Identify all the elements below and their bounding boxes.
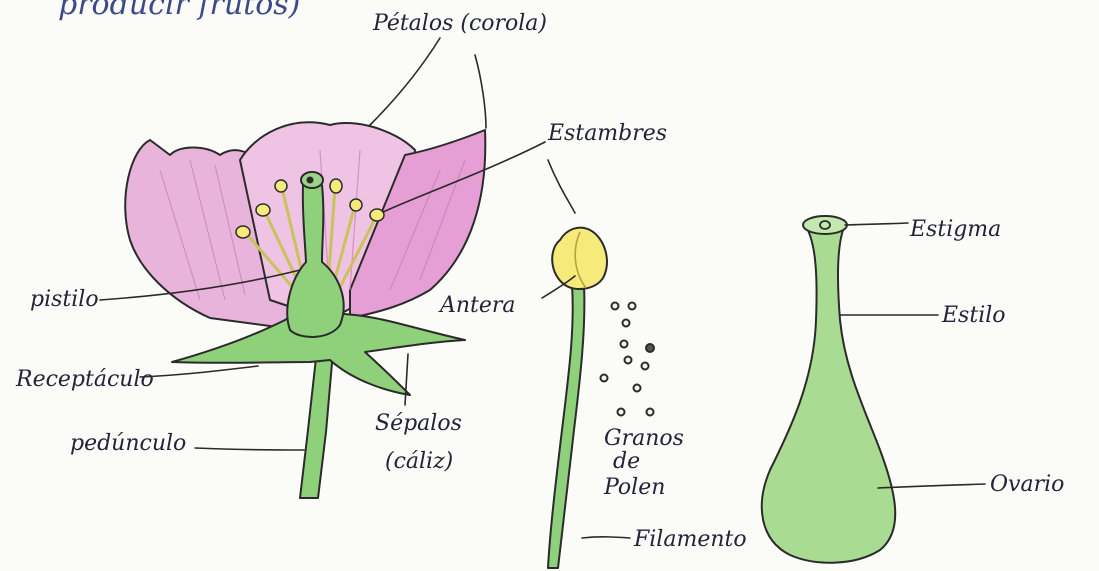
header-text: producir frutos)	[58, 0, 300, 22]
pistil-body	[762, 220, 895, 563]
pistil-stigma	[803, 216, 847, 234]
label-antera: Antera	[438, 293, 516, 318]
label-sepalos-2: (cáliz)	[385, 449, 453, 474]
label-filamento: Filamento	[633, 527, 747, 552]
label-granos-3: Polen	[603, 475, 665, 500]
pistil-illustration	[762, 216, 895, 563]
label-granos-1: Granos	[604, 426, 684, 451]
label-estambres: Estambres	[547, 121, 667, 146]
label-pistilo: pistilo	[30, 287, 99, 312]
label-sepalos-1: Sépalos	[375, 411, 462, 436]
label-receptaculo: Receptáculo	[15, 367, 154, 392]
label-granos-2: de	[613, 449, 640, 474]
pollen-grains	[601, 303, 655, 416]
stamen-illustration	[548, 228, 607, 568]
label-estilo: Estilo	[941, 303, 1006, 328]
label-estigma: Estigma	[909, 217, 1001, 242]
stamen-anther	[552, 228, 607, 289]
label-pedunculo: pedúnculo	[70, 431, 186, 456]
stamen-filament	[548, 285, 584, 568]
pedicel-stem	[300, 340, 334, 498]
label-ovario: Ovario	[990, 472, 1064, 497]
label-petalos: Pétalos (corola)	[372, 11, 547, 36]
